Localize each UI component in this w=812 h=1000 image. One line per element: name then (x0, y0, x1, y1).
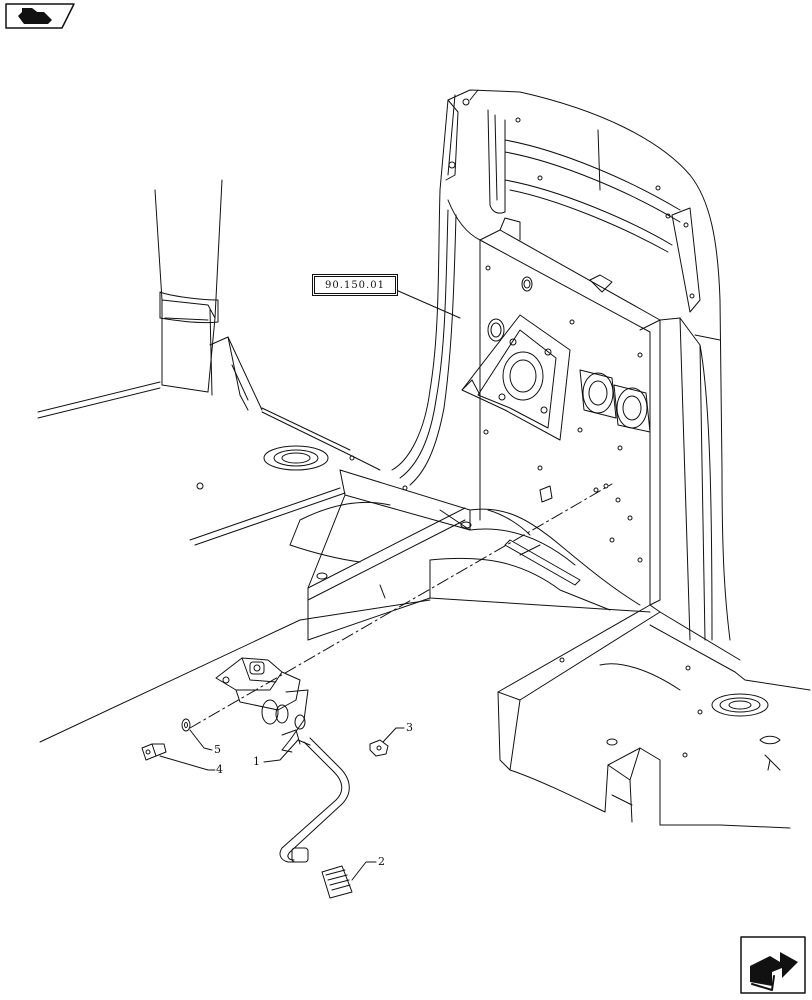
leader-5 (189, 729, 213, 751)
cab-floor (37, 381, 408, 546)
previous-page-button[interactable] (2, 2, 76, 30)
leader-1 (263, 739, 299, 763)
floor-tunnel (289, 469, 651, 641)
bolt (141, 743, 167, 761)
clutch-pedal-assembly (215, 657, 350, 863)
leader-lines (159, 289, 461, 881)
right-floor-channel (497, 604, 811, 829)
reference-link-box[interactable]: 90.150.01 (314, 276, 396, 294)
rear-wall-panel (391, 89, 731, 641)
leader-3 (382, 727, 405, 743)
washer (181, 718, 191, 732)
forward-arrow-icon (740, 936, 806, 994)
back-arrow-icon (5, 3, 75, 29)
floor-front-edge (39, 599, 431, 743)
callout-5: 5 (214, 743, 221, 756)
leader-2 (351, 861, 377, 881)
leader-4 (159, 755, 216, 771)
assembly-centerline (189, 483, 613, 729)
callout-1: 1 (253, 755, 260, 768)
left-cab-post (154, 179, 263, 411)
next-page-button[interactable] (738, 934, 808, 996)
nut (369, 739, 389, 757)
callout-3: 3 (406, 721, 413, 734)
callout-4: 4 (216, 763, 223, 776)
pedal-pad (321, 865, 353, 899)
callout-2: 2 (378, 855, 385, 868)
leader-ref (395, 289, 461, 319)
